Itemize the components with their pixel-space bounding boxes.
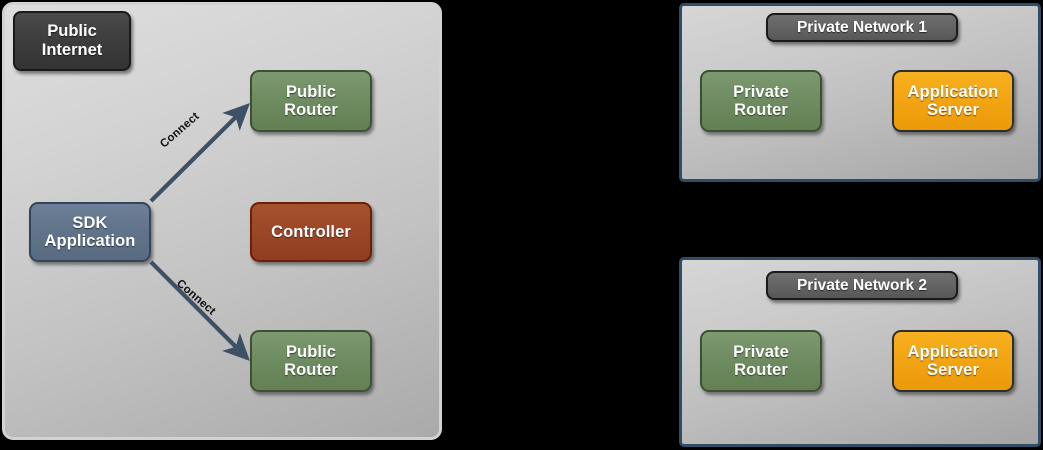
- private-router-1-line2: Router: [734, 101, 788, 119]
- public-router-bottom-line1: Public: [285, 342, 337, 361]
- node-application-server-1[interactable]: Application Server: [892, 70, 1014, 132]
- node-private-router-1[interactable]: Private Router: [700, 70, 822, 132]
- application-server-1-line2: Server: [927, 101, 979, 119]
- public-internet-label: Public Internet: [13, 11, 131, 71]
- private-router-2-line2: Router: [734, 361, 788, 379]
- public-router-top-line1: Public: [285, 82, 337, 101]
- public-internet-label-line1: Public: [47, 22, 97, 41]
- private-router-1-line1: Private: [733, 82, 789, 101]
- node-application-server-2[interactable]: Application Server: [892, 330, 1014, 392]
- sdk-application-line2: Application: [44, 232, 136, 250]
- private-network-2-title: Private Network 2: [766, 271, 958, 300]
- node-sdk-application[interactable]: SDK Application: [29, 202, 151, 262]
- controller-line1: Controller: [271, 222, 351, 241]
- public-router-bottom-line2: Router: [284, 361, 338, 379]
- sdk-application-line1: SDK: [72, 213, 108, 232]
- node-controller[interactable]: Controller: [250, 202, 372, 262]
- public-router-top-line2: Router: [284, 101, 338, 119]
- private-router-2-line1: Private: [733, 342, 789, 361]
- node-public-router-bottom[interactable]: Public Router: [250, 330, 372, 392]
- node-private-router-2[interactable]: Private Router: [700, 330, 822, 392]
- private-network-1-title: Private Network 1: [766, 13, 958, 42]
- node-public-router-top[interactable]: Public Router: [250, 70, 372, 132]
- application-server-2-line2: Server: [927, 361, 979, 379]
- public-internet-label-line2: Internet: [41, 41, 103, 59]
- application-server-2-line1: Application: [907, 342, 999, 361]
- application-server-1-line1: Application: [907, 82, 999, 101]
